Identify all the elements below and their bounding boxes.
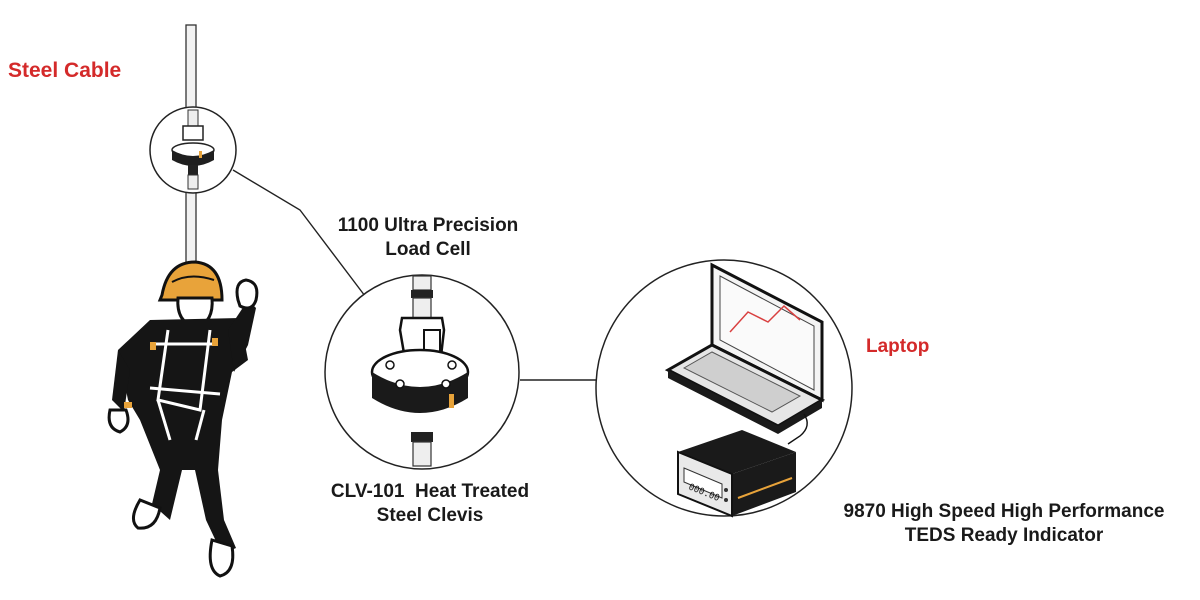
indicator-label: 9870 High Speed High Performance TEDS Re… xyxy=(816,500,1192,548)
small-load-cell-circle xyxy=(149,106,237,194)
indicator-label-line2: TEDS Ready Indicator xyxy=(904,524,1104,546)
indicator-label-line1: 9870 High Speed High Performance xyxy=(843,501,1165,522)
load-cell-label-line2: Load Cell xyxy=(385,238,471,260)
steel-cable-label: Steel Cable xyxy=(8,59,122,82)
clevis-label: CLV-101 Heat Treated Steel Clevis xyxy=(310,480,550,528)
worker-with-harness-icon xyxy=(107,260,259,578)
load-cell-icon xyxy=(324,274,520,470)
load-cell-label: 1100 Ultra Precision Load Cell xyxy=(318,214,538,262)
laptop-label: Laptop xyxy=(866,336,930,357)
clevis-label-line1: CLV-101 Heat Treated xyxy=(330,481,530,502)
indicator-icon: 000.00 xyxy=(677,430,796,518)
load-cell-label-line1: 1100 Ultra Precision xyxy=(337,215,519,236)
connector-lines xyxy=(232,169,603,381)
clevis-label-line2: Steel Clevis xyxy=(376,504,484,526)
cable-laptop-to-indicator xyxy=(787,413,808,445)
laptop-icon xyxy=(664,262,826,434)
